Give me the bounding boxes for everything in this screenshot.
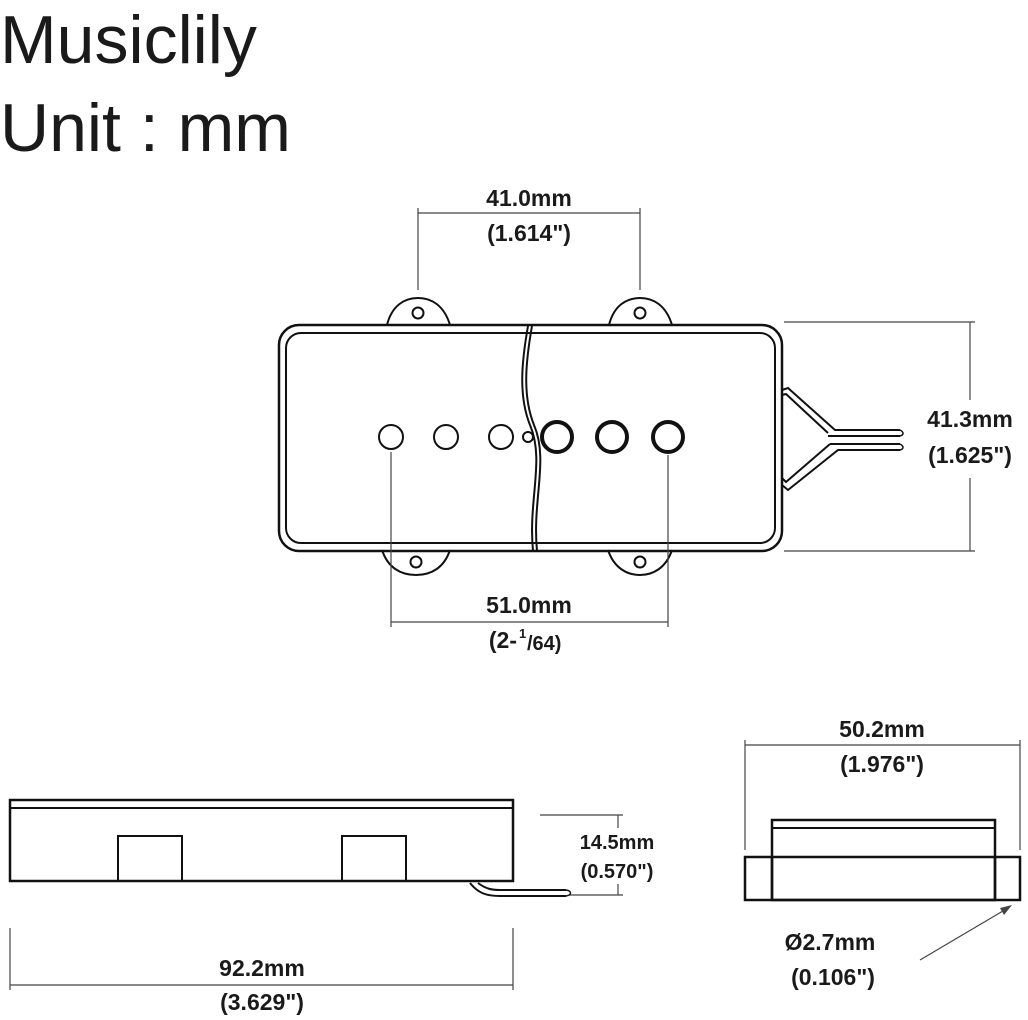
top-view-pickup xyxy=(277,296,904,577)
side-lead-wire xyxy=(469,882,566,897)
thickness-in: (0.570") xyxy=(581,861,654,883)
end-view-pickup xyxy=(743,818,1022,902)
length-mm: 92.2mm xyxy=(219,955,305,981)
dim-mount-spacing: 41.0mm (1.614") xyxy=(417,185,641,290)
dim-thickness: 14.5mm (0.570") xyxy=(540,814,655,896)
pole-piece xyxy=(433,424,459,450)
mounting-ear-bottom-right xyxy=(607,549,673,577)
mounting-ear-top-right xyxy=(608,296,673,326)
lead-wire xyxy=(781,386,900,431)
side-mount-tab xyxy=(341,835,407,882)
width-in: (1.976") xyxy=(840,751,924,777)
end-base-plate xyxy=(743,855,1022,902)
mounting-hole-icon xyxy=(411,306,425,320)
diameter-mm: Ø2.7mm xyxy=(785,929,876,955)
side-view-pickup xyxy=(8,798,572,897)
mounting-hole-icon xyxy=(633,555,647,569)
dim-width: 50.2mm (1.976") xyxy=(744,716,1021,850)
pole-piece xyxy=(378,424,404,450)
length-in: (3.629") xyxy=(220,989,304,1015)
mounting-hole-icon xyxy=(633,306,647,320)
dim-diameter: Ø2.7mm (0.106") xyxy=(785,905,1012,990)
cover-split-line xyxy=(521,325,538,552)
unit-label: Unit : mm xyxy=(0,90,291,166)
pickup-cover-inner xyxy=(285,332,776,544)
pole-piece xyxy=(488,424,514,450)
pole-piece xyxy=(540,420,574,454)
leader-arrow-icon xyxy=(1000,905,1012,915)
side-body xyxy=(8,798,515,883)
hole-spacing-mm: 51.0mm xyxy=(486,592,572,618)
mount-spacing-in: (1.614") xyxy=(487,220,571,246)
dim-height: 41.3mm (1.625") xyxy=(784,321,1013,552)
hole-spacing-in: (2- xyxy=(489,627,517,653)
pole-piece xyxy=(595,420,629,454)
mounting-hole-icon xyxy=(409,555,423,569)
pole-piece xyxy=(651,420,685,454)
pickup-cover-outer xyxy=(277,323,784,553)
svg-text:1: 1 xyxy=(519,626,526,641)
side-mount-tab xyxy=(117,835,183,882)
diameter-in: (0.106") xyxy=(791,964,875,990)
svg-text:/64): /64) xyxy=(527,633,561,655)
brand-title: Musiclily xyxy=(0,2,257,78)
thickness-mm: 14.5mm xyxy=(580,832,655,854)
dim-hole-spacing: 51.0mm (2- 1 /64) xyxy=(390,452,669,655)
height-mm: 41.3mm xyxy=(927,406,1013,432)
mounting-ear-top-left xyxy=(386,296,451,326)
mount-spacing-mm: 41.0mm xyxy=(486,185,572,211)
width-mm: 50.2mm xyxy=(839,716,925,742)
dim-length: 92.2mm (3.629") xyxy=(9,928,514,1015)
mounting-ear-bottom-left xyxy=(381,549,451,577)
height-in: (1.625") xyxy=(928,442,1012,468)
end-body xyxy=(770,818,997,902)
